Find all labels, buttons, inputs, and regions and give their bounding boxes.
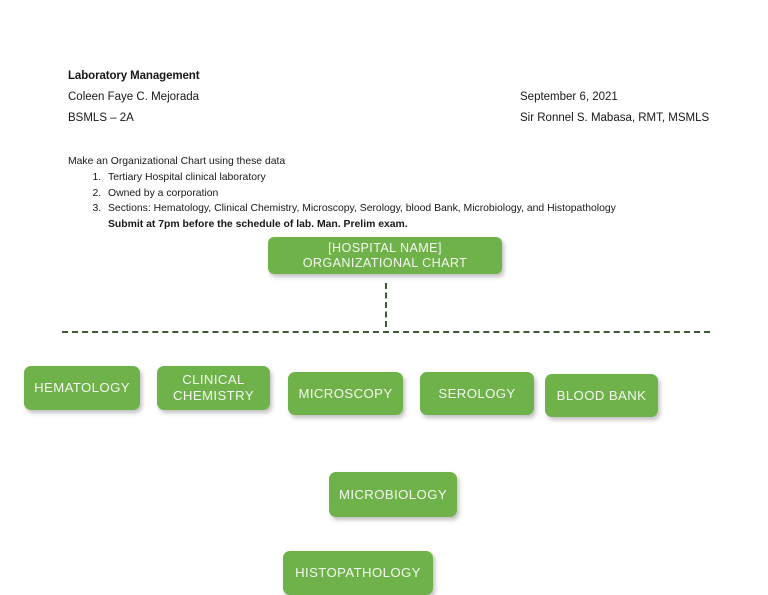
org-node-microscopy: MICROSCOPY [288,372,403,415]
instructions-list: Tertiary Hospital clinical laboratory Ow… [68,171,708,232]
header-row-title: Laboratory Management [68,66,708,87]
list-item: Sections: Hematology, Clinical Chemistry… [104,202,708,232]
org-node-serology: SEROLOGY [420,372,534,415]
org-node-hematology: HEMATOLOGY [24,366,140,410]
instruction-text-2: Owned by a corporation [108,187,219,199]
org-node-histopathology: HISTOPATHOLOGY [283,551,433,595]
student-name: Coleen Faye C. Mejorada [68,91,200,103]
student-section: BSMLS – 2A [68,112,134,124]
instruction-text-3: Sections: Hematology, Clinical Chemistry… [108,203,616,214]
list-item: Owned by a corporation [104,187,708,202]
list-item: Tertiary Hospital clinical laboratory [104,171,708,186]
document-title: Laboratory Management [68,70,200,82]
instructions-block: Make an Organizational Chart using these… [68,154,708,233]
instructor-name: Sir Ronnel S. Mabasa, RMT, MSMLS [520,112,710,124]
instructions-lead: Make an Organizational Chart using these… [68,156,286,167]
connector-vertical [385,283,387,327]
connector-horizontal [62,331,710,333]
org-node-microbiology: MICROBIOLOGY [329,472,457,517]
instruction-text-1: Tertiary Hospital clinical laboratory [108,172,266,183]
org-node-blood-bank: BLOOD BANK [545,374,658,417]
document-header: Laboratory Management Coleen Faye C. Mej… [68,66,710,129]
document-date: September 6, 2021 [520,91,618,103]
org-node-root: [HOSPITAL NAME] ORGANIZATIONAL CHART [268,237,502,274]
header-row-section-instructor: BSMLS – 2A Sir Ronnel S. Mabasa, RMT, MS… [68,108,710,129]
org-node-clinical-chemistry: CLINICAL CHEMISTRY [157,366,270,410]
header-row-name-date: Coleen Faye C. Mejorada September 6, 202… [68,87,708,108]
submit-note: Submit at 7pm before the schedule of lab… [108,218,408,230]
